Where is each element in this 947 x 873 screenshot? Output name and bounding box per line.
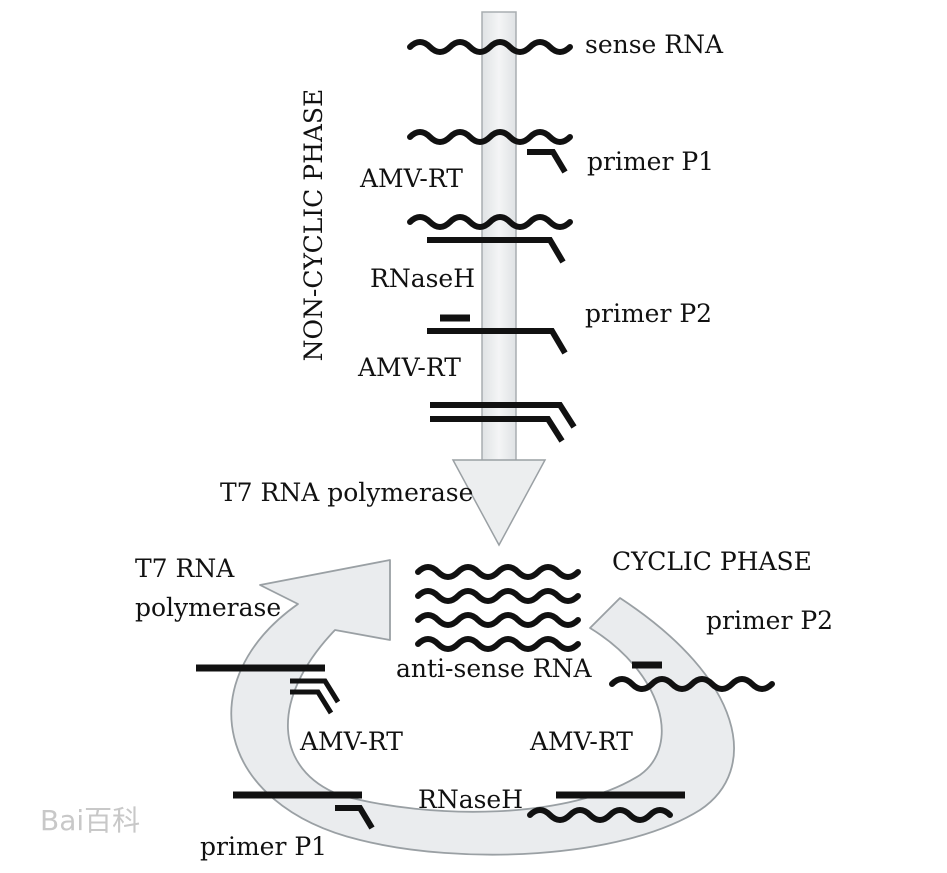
amv-rt-label-2: AMV-RT xyxy=(357,353,461,382)
primer-p1-label: primer P1 xyxy=(587,147,714,176)
cyclic-amv-rt-right-label: AMV-RT xyxy=(529,727,633,756)
cyclic-cdna-primer-p1 xyxy=(233,791,375,830)
rna-primer-p1-hybrid xyxy=(407,129,573,174)
t7-polymerase-label: T7 RNA polymerase xyxy=(220,478,473,507)
rnase-h-label: RNaseH xyxy=(370,264,475,293)
cyclic-primer-p1-label: primer P1 xyxy=(200,832,327,861)
cyclic-primer-p2-hybrid xyxy=(609,661,775,692)
cyclic-amv-rt-left-label: AMV-RT xyxy=(299,727,403,756)
sense-rna-label: sense RNA xyxy=(585,30,724,59)
rna-cdna-hybrid xyxy=(407,214,573,264)
amv-rt-label-1: AMV-RT xyxy=(359,164,463,193)
cyclic-rna-cdna-hybrid xyxy=(527,791,685,823)
cyclic-primer-p2-label: primer P2 xyxy=(706,606,833,635)
primer-p2-label: primer P2 xyxy=(585,299,712,328)
cyclic-t7-label-line2: polymerase xyxy=(135,593,281,622)
sense-rna-wave xyxy=(407,39,573,55)
cyclic-double-stranded-dna xyxy=(196,664,341,715)
anti-sense-rna-label: anti-sense RNA xyxy=(396,654,592,683)
cyclic-t7-label-line1: T7 RNA xyxy=(135,554,235,583)
non-cyclic-phase-label: NON-CYCLIC PHASE xyxy=(299,89,328,362)
anti-sense-rna-stack xyxy=(415,564,581,652)
cdna-primer-p2 xyxy=(427,314,568,355)
cyclic-phase-label: CYCLIC PHASE xyxy=(612,547,812,576)
cyclic-rnase-h-label: RNaseH xyxy=(418,785,523,814)
double-stranded-dna xyxy=(430,402,577,443)
baidu-watermark: Bai百科 xyxy=(40,804,140,837)
